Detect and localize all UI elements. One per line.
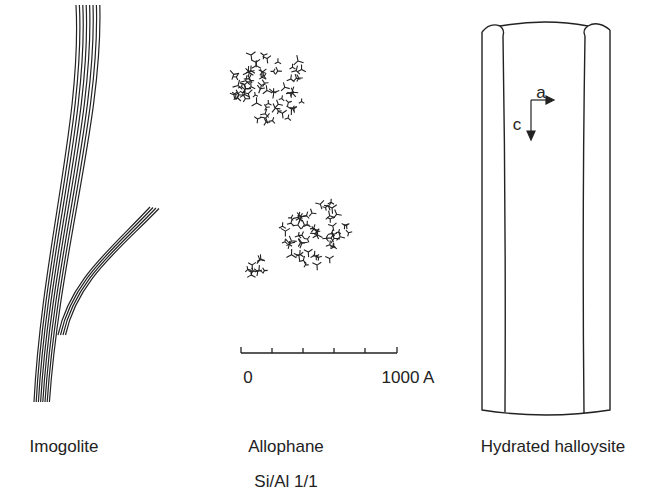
- label: c: [513, 116, 522, 133]
- halloysite-tube: [482, 22, 610, 415]
- imogolite-fibers: [34, 5, 159, 402]
- label: Si/Al 1/1: [254, 473, 317, 490]
- label: 0: [243, 369, 252, 386]
- label: Hydrated halloysite: [481, 438, 626, 455]
- label: 1000 A: [382, 369, 435, 386]
- scale-bar: [241, 347, 397, 353]
- label: Imogolite: [30, 438, 99, 455]
- allophane-clusters: [230, 52, 352, 278]
- label: Allophane: [248, 438, 324, 455]
- axis-arrows: [527, 96, 554, 140]
- label: a: [536, 84, 545, 101]
